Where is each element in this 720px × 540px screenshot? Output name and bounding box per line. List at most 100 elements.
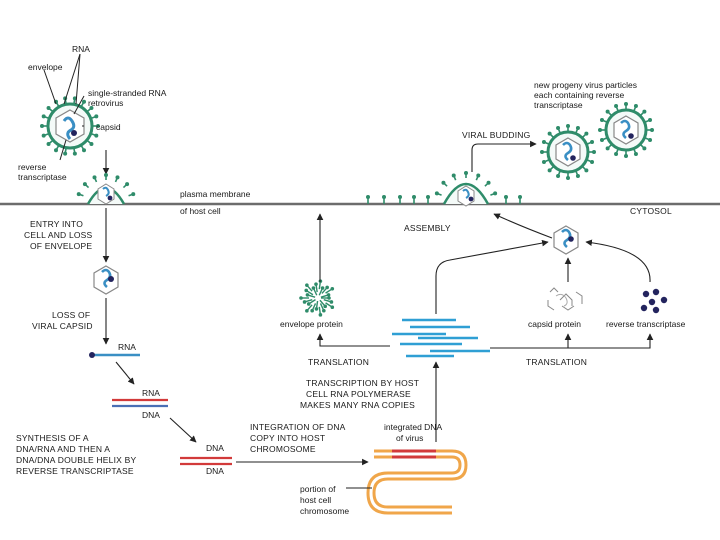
label-entry-2: CELL AND LOSS bbox=[24, 230, 93, 240]
envelope-spike-tip bbox=[40, 124, 44, 128]
envelope-protein-tip bbox=[305, 283, 309, 287]
envelope-spike-tip bbox=[633, 152, 638, 157]
envelope-protein-tip bbox=[305, 293, 310, 297]
label-integration-1: INTEGRATION OF DNA bbox=[250, 422, 346, 432]
envelope-spike-tip bbox=[104, 173, 108, 177]
viral-rna-copies bbox=[392, 318, 490, 358]
envelope-spike-tip bbox=[614, 152, 619, 157]
envelope-protein-tip bbox=[314, 307, 319, 311]
host-chromosome bbox=[366, 449, 468, 515]
label-dna-ds-2: DNA bbox=[206, 466, 224, 476]
envelope-spike-tip bbox=[605, 146, 610, 151]
viral-capsid bbox=[55, 109, 85, 143]
envelope-spike-tip bbox=[72, 151, 77, 156]
envelope-spike-tip bbox=[41, 114, 46, 119]
reverse-transcriptase-molecules bbox=[640, 288, 668, 314]
envelope-protein-tip bbox=[305, 309, 309, 313]
envelope-spike-tip bbox=[94, 133, 99, 138]
envelope-spike-tip bbox=[476, 173, 481, 178]
capsid-protein-fragments bbox=[547, 287, 583, 311]
label-synthesis-1: SYNTHESIS OF A bbox=[16, 433, 89, 443]
label-dna-ds-1: DNA bbox=[206, 443, 224, 453]
progeny-virus-1 bbox=[540, 124, 596, 180]
envelope-spike-tip bbox=[624, 102, 628, 106]
envelope-spike-tip bbox=[598, 128, 602, 132]
envelope-spike-tip bbox=[592, 150, 596, 154]
envelope-protein-tip bbox=[323, 304, 328, 309]
label-synthesis-3: DNA/DNA DOUBLE HELIX BY bbox=[16, 455, 136, 465]
envelope-spike-tip bbox=[464, 171, 468, 175]
envelope-spike-tip bbox=[648, 137, 653, 142]
envelope-protein-tip bbox=[318, 313, 323, 317]
envelope-protein-tip bbox=[330, 287, 335, 291]
envelope-spike-tip bbox=[94, 114, 99, 119]
label-portion-1: portion of bbox=[300, 484, 336, 494]
envelope-spike-tip bbox=[624, 154, 628, 158]
envelope-spike-tip bbox=[556, 125, 561, 130]
viral-rna bbox=[62, 116, 76, 140]
envelope-spike-tip bbox=[599, 137, 604, 142]
envelope-spike-tip bbox=[82, 99, 86, 104]
label-ss-rna-1: single-stranded RNA bbox=[88, 88, 167, 98]
virus-entry-fusion bbox=[76, 173, 136, 205]
label-integrated-dna-2: of virus bbox=[396, 433, 423, 443]
envelope-spike-tip bbox=[642, 146, 647, 151]
envelope-spike-tip bbox=[89, 106, 94, 111]
membrane-spike-tip bbox=[382, 195, 386, 199]
label-capsid-protein: capsid protein bbox=[528, 319, 581, 329]
membrane-envelope-proteins bbox=[366, 195, 522, 204]
label-capsid: capsid bbox=[96, 122, 121, 132]
envelope-spike-tip bbox=[63, 151, 68, 156]
envelope-spike-tip bbox=[584, 168, 589, 173]
membrane-spike-tip bbox=[366, 195, 370, 199]
envelope-spike-tip bbox=[642, 109, 647, 114]
envelope-spike-tip bbox=[493, 191, 498, 196]
membrane-spike-tip bbox=[398, 195, 402, 199]
label-transcription-1: TRANSCRIPTION BY HOST bbox=[306, 378, 419, 388]
envelope-spike-tip bbox=[541, 140, 546, 145]
envelope-spike-tip bbox=[556, 174, 561, 179]
retrovirus-particle bbox=[40, 96, 100, 156]
label-rt-2: transcriptase bbox=[18, 172, 67, 182]
envelope-spike-tip bbox=[541, 159, 546, 164]
envelope-spike-tip bbox=[584, 131, 589, 136]
label-envelope: envelope bbox=[28, 62, 63, 72]
envelope-protein-tip bbox=[299, 296, 303, 300]
envelope-protein-tip bbox=[304, 288, 309, 293]
envelope-spike-tip bbox=[540, 150, 544, 154]
envelope-protein-cluster bbox=[299, 279, 335, 317]
envelope-spike-tip bbox=[633, 103, 638, 108]
label-portion-3: chromosome bbox=[300, 506, 349, 516]
envelope-spike-tip bbox=[115, 175, 120, 180]
envelope-spike-tip bbox=[46, 106, 51, 111]
envelope-spike-tip bbox=[547, 168, 552, 173]
label-integration-2: COPY INTO HOST bbox=[250, 433, 325, 443]
label-dna-hybrid: DNA bbox=[142, 410, 160, 420]
envelope-spike-tip bbox=[89, 141, 94, 146]
membrane-spike-tip bbox=[426, 195, 430, 199]
envelope-spike-tip bbox=[599, 118, 604, 123]
envelope-protein-tip bbox=[322, 308, 326, 313]
label-ss-rna-2: retrovirus bbox=[88, 98, 123, 108]
label-loss-1: LOSS OF bbox=[52, 310, 90, 320]
label-envelope-protein: envelope protein bbox=[280, 319, 343, 329]
envelope-spike-tip bbox=[451, 173, 456, 178]
envelope-protein-tip bbox=[311, 286, 316, 290]
envelope-protein-tip bbox=[327, 296, 331, 300]
label-entry-1: ENTRY INTO bbox=[30, 219, 83, 229]
envelope-protein-tip bbox=[320, 286, 325, 290]
envelope-protein-tip bbox=[310, 308, 314, 313]
envelope-spike-tip bbox=[92, 175, 97, 180]
envelope-protein-tip bbox=[326, 293, 331, 297]
envelope-spike-tip bbox=[82, 182, 87, 187]
reverse-transcriptase-enzyme bbox=[71, 130, 77, 136]
envelope-spike-tip bbox=[566, 124, 570, 128]
envelope-spike-tip bbox=[434, 191, 439, 196]
label-transcription-2: CELL RNA POLYMERASE bbox=[306, 389, 411, 399]
envelope-protein-tip bbox=[329, 300, 334, 304]
envelope-spike-tip bbox=[547, 131, 552, 136]
envelope-spike-tip bbox=[650, 128, 654, 132]
envelope-spike-tip bbox=[648, 118, 653, 123]
label-loss-2: VIRAL CAPSID bbox=[32, 321, 93, 331]
envelope-spike-tip bbox=[76, 192, 81, 197]
